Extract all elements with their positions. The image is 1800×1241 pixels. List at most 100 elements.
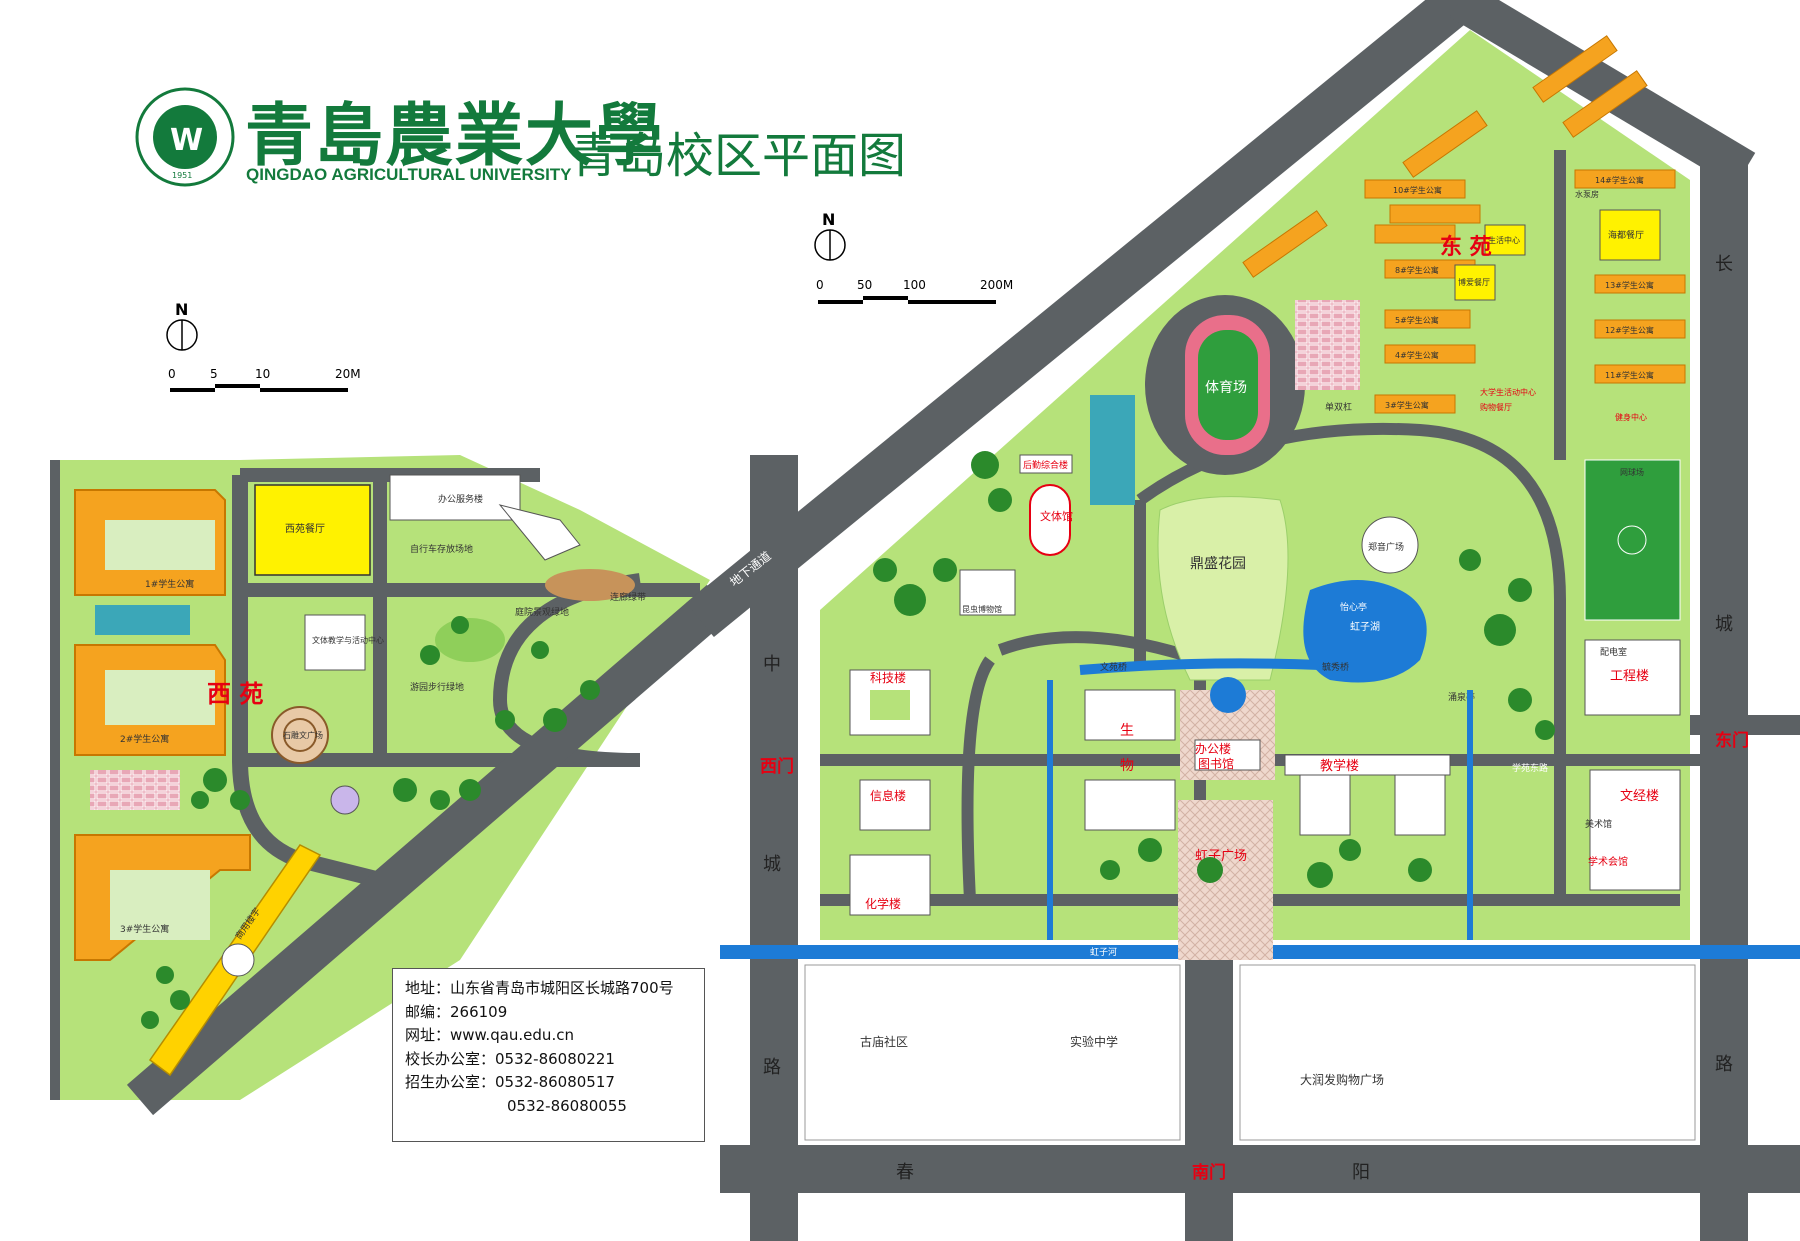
admission-office-text: 招生办公室：0532-86080517 bbox=[405, 1073, 615, 1091]
basketball-courts bbox=[90, 770, 180, 810]
scale-large: 0 50 100 200M bbox=[816, 278, 1013, 304]
dorm-13-label: 13#学生公寓 bbox=[1605, 280, 1654, 290]
corridor-belt bbox=[545, 569, 635, 601]
dorm-8-label: 8#学生公寓 bbox=[1395, 265, 1439, 275]
haidu-canteen[interactable]: 海都餐厅 bbox=[1599, 209, 1661, 261]
road-west-cheng-2: 路 bbox=[763, 1057, 781, 1078]
xiyuan-canteen[interactable]: 西苑餐厅 bbox=[254, 484, 371, 576]
sports-teaching-center[interactable]: 文体教学与活动中心 bbox=[304, 614, 384, 671]
jiaoxue-building[interactable]: 教学楼 bbox=[1284, 754, 1451, 836]
president-office-text: 校长办公室：0532-86080221 bbox=[405, 1049, 615, 1068]
gongcheng-label: 工程楼 bbox=[1610, 669, 1649, 684]
dorm-3-east-label: 3#学生公寓 bbox=[1385, 400, 1429, 410]
keji-building[interactable]: 科技楼 bbox=[849, 669, 931, 736]
boai-label: 博爱餐厅 bbox=[1458, 277, 1490, 287]
seal-year: 1951 bbox=[172, 171, 192, 180]
south-gate[interactable]: 南门 bbox=[1192, 1162, 1226, 1183]
insect-museum-label: 昆虫博物馆 bbox=[962, 604, 1002, 614]
xuyuan-east-label: 学苑东路 bbox=[1512, 762, 1548, 774]
main-roads bbox=[686, 0, 1800, 1241]
dorm-2-label: 2#学生公寓 bbox=[120, 733, 169, 745]
sheng-label: 生 bbox=[1120, 723, 1134, 739]
road-middle-label: 中 bbox=[763, 654, 781, 675]
peidian-label: 配电室 bbox=[1600, 646, 1627, 658]
hongzi-river-label: 虹子河 bbox=[1090, 946, 1117, 958]
address-text: 地址：山东省青岛市城阳区长城路700号 bbox=[405, 979, 674, 997]
tennis-courts bbox=[95, 605, 190, 635]
scale-small-20: 20M bbox=[335, 367, 361, 381]
wenti-label: 文体馆 bbox=[1040, 509, 1073, 523]
dorm-3[interactable]: 3#学生公寓 bbox=[74, 834, 251, 961]
dorm-1[interactable]: 1#学生公寓 bbox=[74, 489, 226, 596]
office-library[interactable]: 办公楼 图书馆 bbox=[1180, 677, 1275, 780]
west-area-label: 西 苑 bbox=[207, 680, 263, 708]
university-name-cn: 青島農業大學 bbox=[245, 96, 666, 176]
dingsheng-garden[interactable]: 鼎盛花园 bbox=[1157, 496, 1289, 681]
bike-shed-label: 自行车存放场地 bbox=[410, 543, 473, 555]
compass-small-n: N bbox=[175, 300, 188, 319]
scale-large-50: 50 bbox=[857, 278, 872, 292]
insect-museum[interactable]: 昆虫博物馆 bbox=[959, 569, 1016, 616]
scale-large-200: 200M bbox=[980, 278, 1013, 292]
stadium[interactable]: 体育场 bbox=[1145, 295, 1305, 475]
darunfa-label: 大润发购物广场 bbox=[1300, 1072, 1384, 1087]
contact-info-box: 地址：山东省青岛市城阳区长城路700号 邮编：266109 网址：www.qau… bbox=[392, 968, 705, 1142]
postcode-text: 邮编：266109 bbox=[405, 1002, 508, 1021]
east-campus: 体育场 单双杠 鼎盛花园 文体馆 后勤综合楼 昆虫博物馆 科技楼 bbox=[820, 30, 1700, 960]
dorm-1-label: 1#学生公寓 bbox=[145, 578, 194, 590]
website-link[interactable]: 网址：www.qau.edu.cn bbox=[405, 1026, 574, 1044]
office-building[interactable]: 办公服务楼 bbox=[389, 474, 581, 561]
xinxi-building[interactable]: 信息楼 bbox=[859, 779, 931, 831]
west-campus: 1#学生公寓 2#学生公寓 3#学生公寓 西苑餐厅 办公服务楼 bbox=[50, 455, 734, 1116]
admission-office-2-text: 0532-86080055 bbox=[507, 1096, 627, 1115]
houqin-building[interactable]: 后勤综合楼 bbox=[1019, 454, 1073, 474]
scale-small-10: 10 bbox=[255, 367, 270, 381]
darunfa-area bbox=[1239, 964, 1696, 1141]
east-gate[interactable]: 东门 bbox=[1715, 730, 1749, 751]
dorm-10-label: 10#学生公寓 bbox=[1393, 185, 1442, 195]
compass-large: N bbox=[814, 210, 846, 261]
dingsheng-label: 鼎盛花园 bbox=[1190, 556, 1246, 572]
scale-small-5: 5 bbox=[210, 367, 218, 381]
wu-label: 物 bbox=[1120, 758, 1134, 774]
gumiao-label: 古庙社区 bbox=[860, 1034, 908, 1049]
zhengyin-label: 郑音广场 bbox=[1368, 541, 1404, 553]
wenyuan-bridge-label: 文苑桥 bbox=[1100, 661, 1127, 673]
trails-label: 连廊绿带 bbox=[610, 591, 646, 603]
life-center[interactable]: 生活中心 bbox=[1484, 224, 1526, 256]
dorm-14-label: 14#学生公寓 bbox=[1595, 175, 1644, 185]
university-name-en: QINGDAO AGRICULTURAL UNIVERSITY bbox=[246, 165, 572, 184]
huaxue-label: 化学楼 bbox=[865, 896, 901, 911]
east-area-label: 东 苑 bbox=[1440, 234, 1492, 260]
dorm-2[interactable]: 2#学生公寓 bbox=[74, 644, 226, 756]
hongzi-lake[interactable]: 虹子湖 怡心亭 bbox=[1079, 580, 1427, 683]
road-east-2: 城 bbox=[1715, 614, 1733, 635]
shop-label: 购物餐厅 bbox=[1480, 402, 1512, 412]
gongcheng-building[interactable]: 工程楼 配电室 bbox=[1584, 639, 1681, 716]
swimming-label: 网球场 bbox=[1620, 467, 1644, 477]
zhengyin-plaza[interactable] bbox=[1361, 516, 1419, 574]
wenti-hall[interactable]: 文体馆 bbox=[1029, 484, 1073, 556]
west-gate[interactable]: 西门 bbox=[760, 756, 794, 777]
shengwu-building[interactable]: 生 物 bbox=[1084, 689, 1176, 831]
football-field[interactable] bbox=[1584, 459, 1681, 621]
dorm-3-label: 3#学生公寓 bbox=[120, 923, 169, 935]
dorm-4-label: 4#学生公寓 bbox=[1395, 350, 1439, 360]
xueshu-label: 学术会馆 bbox=[1588, 855, 1628, 868]
haidu-label: 海都餐厅 bbox=[1608, 229, 1644, 241]
houqin-label: 后勤综合楼 bbox=[1023, 459, 1068, 471]
hongzi-plaza[interactable]: 虹子广场 bbox=[1178, 800, 1273, 960]
bangong-label: 办公楼 bbox=[1195, 741, 1231, 756]
boai-canteen[interactable]: 博爱餐厅 bbox=[1454, 264, 1496, 301]
stone-plaza[interactable]: 石雕文广场 bbox=[271, 706, 329, 764]
university-seal: W 1951 bbox=[135, 87, 235, 187]
garden-green-label: 庭院景观绿地 bbox=[515, 606, 569, 618]
road-chunyang-1: 春 bbox=[896, 1162, 914, 1183]
wenjing-building[interactable]: 文经楼 美术馆 学术会馆 bbox=[1585, 769, 1681, 891]
map-title: 青岛校区平面图 bbox=[570, 128, 907, 184]
huaxue-building[interactable]: 化学楼 bbox=[849, 854, 931, 916]
scale-large-0: 0 bbox=[816, 278, 824, 292]
scale-large-100: 100 bbox=[903, 278, 926, 292]
library-label: 图书馆 bbox=[1198, 756, 1234, 771]
